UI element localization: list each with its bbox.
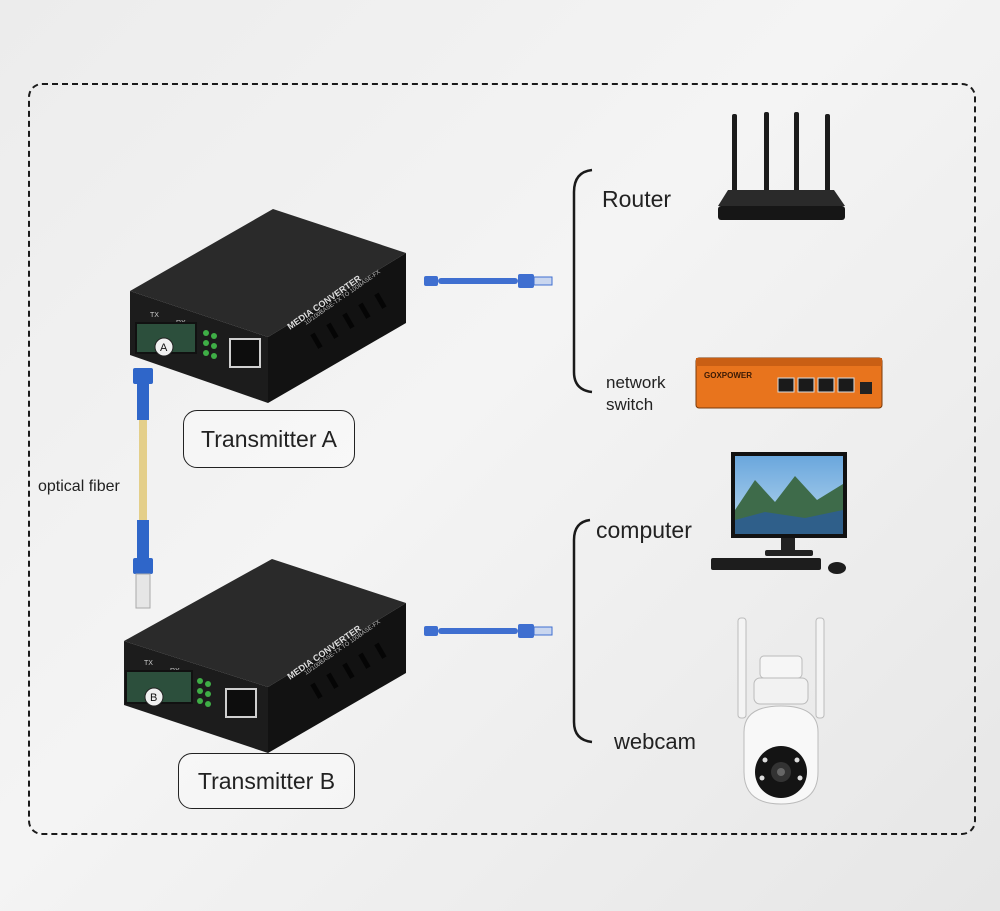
optical-fiber-cable xyxy=(133,368,153,609)
network-switch-icon: GOXPOWER xyxy=(695,357,883,409)
converter-b-vents xyxy=(310,642,387,699)
computer-label: computer xyxy=(596,517,692,543)
converter-b-leds xyxy=(197,678,211,707)
optical-fiber-label: optical fiber xyxy=(38,478,120,495)
converter-b-badge xyxy=(144,687,164,707)
converter-a-badge-letter: A xyxy=(160,342,168,354)
ethernet-cable-top xyxy=(424,274,553,288)
converter-b-tx-label: TX xyxy=(144,660,153,667)
transmitter-a-label: Transmitter A xyxy=(183,410,355,468)
converter-a-badge xyxy=(154,337,174,357)
converter-a-tx-label: TX xyxy=(150,312,159,319)
converter-a-vents xyxy=(310,292,387,349)
switch-uplink-port xyxy=(860,382,872,394)
switch-ports xyxy=(777,377,855,393)
converter-b-badge-letter: B xyxy=(150,692,157,704)
router-label: Router xyxy=(602,186,672,212)
bottom-bracket xyxy=(572,518,593,744)
converter-b-rj45-port xyxy=(225,688,257,718)
router-icon xyxy=(718,112,845,220)
converter-a-leds xyxy=(203,330,217,359)
media-converter-a: MEDIA CONVERTER 10/100BASE-TX TO 100BASE… xyxy=(130,209,406,403)
ethernet-cable-bottom xyxy=(424,624,553,638)
webcam-label: webcam xyxy=(614,729,696,754)
switch-brand-text: GOXPOWER xyxy=(704,371,752,380)
network-switch-label-line2: switch xyxy=(606,395,654,414)
media-converter-b: MEDIA CONVERTER 10/100BASE-TX TO 100BASE… xyxy=(124,559,406,753)
webcam-icon xyxy=(737,617,825,805)
network-switch-label-line1: network xyxy=(606,373,666,392)
transmitter-b-label: Transmitter B xyxy=(178,753,355,809)
network-switch-label: network switch xyxy=(606,372,666,416)
computer-icon xyxy=(711,452,847,574)
diagram-frame xyxy=(28,83,976,835)
top-bracket xyxy=(572,168,593,394)
converter-a-rj45-port xyxy=(229,338,261,368)
